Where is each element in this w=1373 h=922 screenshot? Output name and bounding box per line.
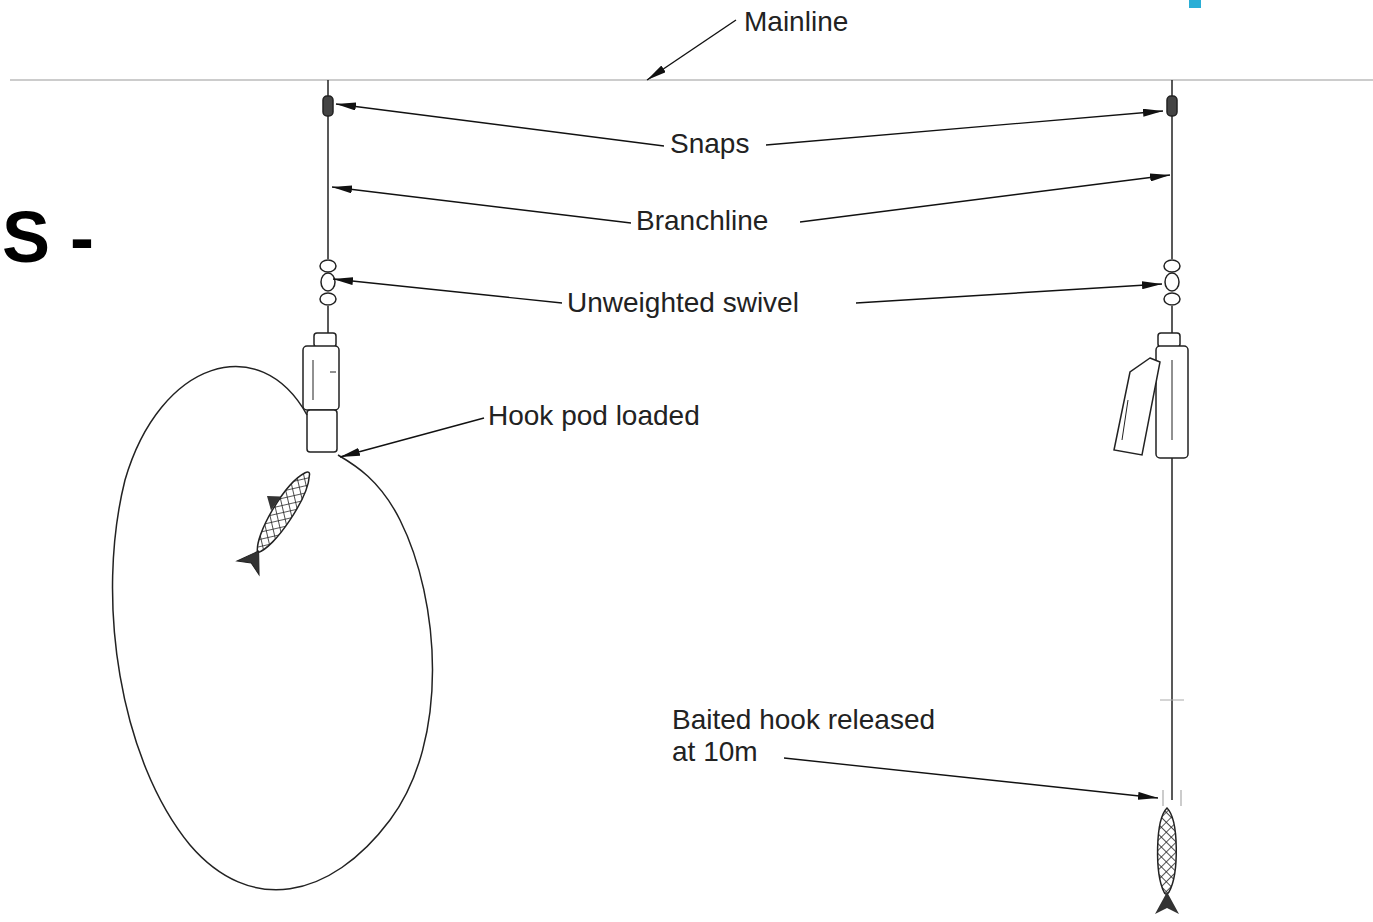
- part-label: Branchline: [636, 205, 768, 237]
- bait-fish: [229, 460, 319, 575]
- leader-lines: [332, 20, 1170, 798]
- right-branch: [1114, 80, 1188, 806]
- bait-fish: [1155, 808, 1179, 914]
- part-label: Unweighted swivel: [567, 287, 799, 319]
- part-label: Hook pod loaded: [488, 400, 700, 432]
- part-label: Mainline: [744, 6, 848, 38]
- corner-mark: [1189, 0, 1201, 8]
- part-label: Snaps: [670, 128, 749, 160]
- cropped-heading: S -: [2, 196, 94, 279]
- mainline: [10, 79, 1373, 81]
- left-branch: [113, 80, 433, 890]
- part-label: Baited hook released at 10m: [672, 704, 952, 768]
